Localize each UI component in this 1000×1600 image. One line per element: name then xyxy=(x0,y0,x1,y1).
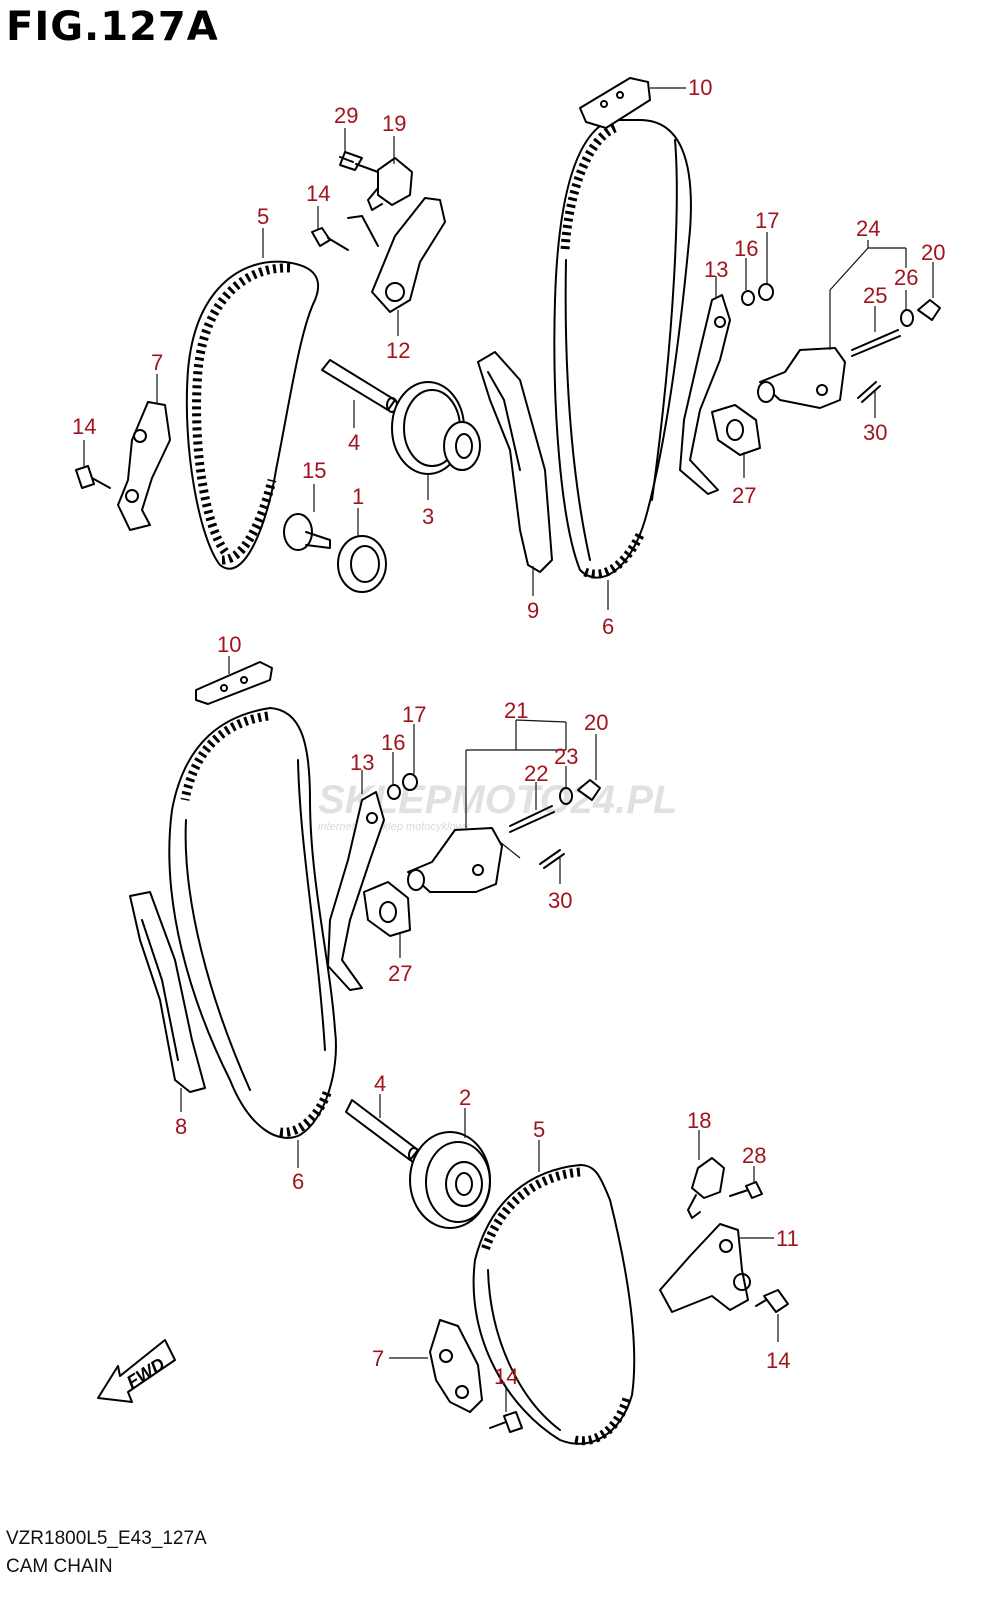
cam-chain-guide-11 xyxy=(659,1223,751,1313)
cam-chain-tensioner-24 xyxy=(757,347,846,409)
callout-4-top: 4 xyxy=(348,430,360,455)
callout-5-top: 5 xyxy=(257,204,269,229)
callout-20-top: 20 xyxy=(921,240,945,265)
chain-guide-10-bottom xyxy=(195,661,273,705)
shaft-4-bottom xyxy=(345,1099,420,1163)
bolt-20-bottom xyxy=(577,779,601,801)
callout-14-bottom-b: 14 xyxy=(766,1348,790,1373)
callout-19-top: 19 xyxy=(382,111,406,136)
cam-chain-5-bottom xyxy=(472,1163,636,1446)
callout-3-top: 3 xyxy=(422,504,434,529)
bolt-20-top xyxy=(917,299,941,321)
rod-25-top xyxy=(851,329,901,357)
callout-13-top: 13 xyxy=(704,257,728,282)
bolt-28 xyxy=(729,1181,763,1199)
chain-guide-8 xyxy=(129,891,206,1093)
callout-18-bottom: 18 xyxy=(687,1108,711,1133)
callout-26-top: 26 xyxy=(894,265,918,290)
callout-20-bottom: 20 xyxy=(584,710,608,735)
bolt-14-top xyxy=(311,227,349,251)
callout-5-bottom: 5 xyxy=(533,1117,545,1142)
callout-14-top-b: 14 xyxy=(72,414,96,439)
bearing-1 xyxy=(337,535,387,593)
idler-sprocket-2 xyxy=(409,1131,491,1229)
washer-26-top xyxy=(900,309,914,327)
callout-6-bottom: 6 xyxy=(292,1169,304,1194)
sensor-18 xyxy=(687,1157,725,1219)
tensioner-arm-13-top xyxy=(679,294,731,495)
nut-17-bottom xyxy=(402,773,418,791)
bolt-29 xyxy=(339,151,379,173)
callout-8-bottom: 8 xyxy=(175,1114,187,1139)
shaft-4-top xyxy=(321,359,398,413)
callout-14-bottom-a: 14 xyxy=(494,1364,518,1389)
chain-guide-7-bottom xyxy=(429,1319,483,1413)
callout-6-top: 6 xyxy=(602,614,614,639)
callout-29-top: 29 xyxy=(334,103,358,128)
chain-guide-7-top xyxy=(117,401,171,531)
callout-25-top: 25 xyxy=(863,283,887,308)
bolt-14-bottom-left xyxy=(489,1411,523,1433)
callout-1-top: 1 xyxy=(352,484,364,509)
figure-code: VZR1800L5_E43_127A xyxy=(6,1528,207,1549)
gasket-27-top xyxy=(711,404,761,456)
fwd-arrow: FWD xyxy=(97,1339,176,1403)
cam-chain-tensioner-21 xyxy=(407,827,503,893)
figure-title: FIG.127A xyxy=(6,4,219,50)
callout-17-bottom: 17 xyxy=(402,702,426,727)
callout-13-bottom: 13 xyxy=(350,750,374,775)
callout-7-top: 7 xyxy=(151,350,163,375)
rod-22 xyxy=(509,805,555,833)
cam-chain-5-top xyxy=(185,260,320,570)
callout-16-top: 16 xyxy=(734,236,758,261)
nut-17-top xyxy=(758,283,774,301)
callout-7-bottom: 7 xyxy=(372,1346,384,1371)
figure-caption: CAM CHAIN xyxy=(6,1556,113,1577)
washer-16-bottom xyxy=(387,784,401,800)
bolt-30-bottom xyxy=(539,849,565,869)
callout-21-bottom: 21 xyxy=(504,698,528,723)
callout-30-bottom: 30 xyxy=(548,888,572,913)
callout-22-bottom: 22 xyxy=(524,761,548,786)
callout-10-bottom: 10 xyxy=(217,632,241,657)
callout-27-bottom: 27 xyxy=(388,961,412,986)
callout-24-top: 24 xyxy=(856,216,880,241)
watermark-subtext: internetowy sklep motocyklowy xyxy=(318,821,471,833)
callout-14-top-a: 14 xyxy=(306,181,330,206)
callout-28-bottom: 28 xyxy=(742,1143,766,1168)
washer-16-top xyxy=(741,290,755,306)
bolt-14-left xyxy=(75,465,111,489)
callout-17-top: 17 xyxy=(755,208,779,233)
bolt-15 xyxy=(283,513,331,551)
callout-4-bottom: 4 xyxy=(374,1071,386,1096)
callout-11-bottom: 11 xyxy=(776,1226,799,1251)
callouts: 29 19 14 5 12 7 14 4 15 1 3 10 13 16 17 xyxy=(72,75,945,1412)
callout-16-bottom: 16 xyxy=(381,730,405,755)
callout-15-top: 15 xyxy=(302,458,326,483)
idler-sprocket-3 xyxy=(391,381,481,475)
chain-guide-9 xyxy=(477,351,553,573)
callout-23-bottom: 23 xyxy=(554,744,578,769)
sensor-19 xyxy=(367,157,413,211)
cam-chain-6-bottom xyxy=(168,706,337,1139)
gasket-27-bottom xyxy=(363,881,411,937)
callout-12-top: 12 xyxy=(386,338,410,363)
callout-2-bottom: 2 xyxy=(459,1085,471,1110)
callout-30-top: 30 xyxy=(863,420,887,445)
bolt-14-bottom-right xyxy=(755,1289,789,1313)
tensioner-arm-13-bottom xyxy=(327,791,385,991)
cam-chain-guide-12 xyxy=(347,197,446,313)
callout-27-top: 27 xyxy=(732,483,756,508)
bolt-30-top xyxy=(857,381,881,403)
callout-9-top: 9 xyxy=(527,598,539,623)
cam-chain-6-top xyxy=(553,119,692,579)
chain-guide-10-top xyxy=(579,77,651,129)
callout-10-top: 10 xyxy=(688,75,712,100)
